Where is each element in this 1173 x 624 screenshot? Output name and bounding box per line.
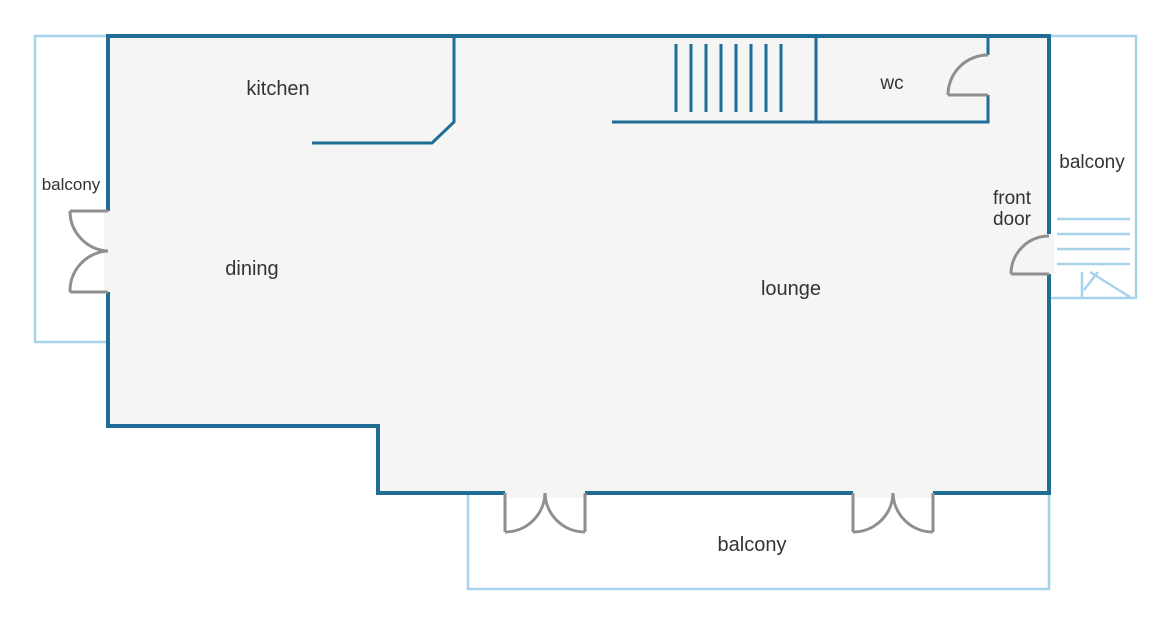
label-dining: dining [225, 258, 278, 280]
door-left-balcony [68, 209, 109, 294]
label-lounge: lounge [761, 278, 821, 300]
label-front-door-line2: door [993, 209, 1032, 230]
balcony-left [33, 34, 108, 344]
interior-walls [312, 36, 990, 145]
label-balcony-bottom: balcony [718, 534, 787, 556]
label-wc: wc [879, 73, 903, 94]
wc-door [946, 53, 989, 97]
label-front-door-line1: front [993, 188, 1032, 209]
front-door [1009, 234, 1050, 276]
front-steps [1057, 217, 1131, 299]
label-kitchen: kitchen [246, 78, 309, 100]
floor-outline [106, 34, 1051, 495]
balcony-bottom [466, 493, 1051, 591]
label-balcony-right: balcony [1059, 152, 1125, 173]
door-bottom-left [503, 492, 587, 534]
kitchen-wall [312, 36, 456, 145]
wc-wall [814, 36, 990, 124]
label-balcony-left: balcony [42, 175, 101, 194]
stairs [674, 44, 783, 112]
door-bottom-right [851, 492, 935, 534]
balcony-right [1049, 34, 1138, 300]
